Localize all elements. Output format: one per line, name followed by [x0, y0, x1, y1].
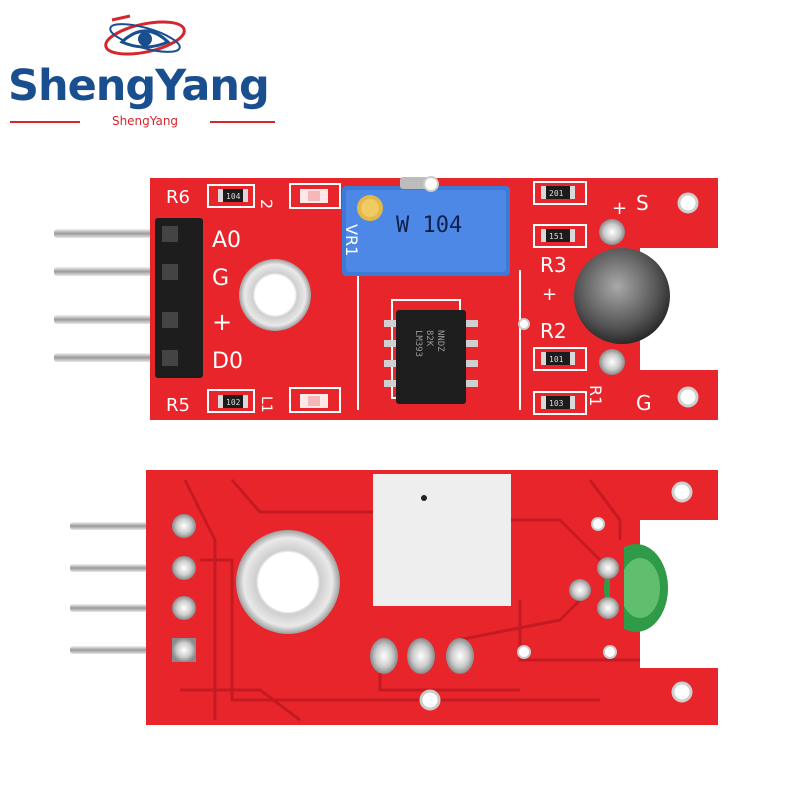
resistor-code-r5: 102: [226, 398, 241, 407]
silk-r1: R1: [586, 385, 605, 406]
potentiometer-label: W 104: [396, 213, 462, 238]
pin-label-plus: +: [212, 308, 232, 336]
resistor-code-r3: 151: [549, 232, 564, 241]
brand-name: ShengYang: [8, 61, 270, 111]
eye-swoosh-icon: [104, 14, 186, 56]
pin-label-g: G: [212, 266, 229, 291]
comparator-ic: [384, 310, 478, 404]
back-header-pins: [70, 522, 148, 654]
resistor-code-a: 201: [549, 189, 564, 198]
silk-plus: +: [612, 198, 627, 219]
back-sticker: [373, 474, 511, 606]
ic-marking-2: 82K: [424, 330, 434, 347]
potentiometer: [342, 177, 510, 276]
sensor-module-front: 104 102 201 151 101 103 W 104: [54, 176, 718, 420]
silk-g: G: [636, 391, 652, 415]
silk-r3: R3: [540, 253, 567, 277]
resistor-code-r2: 101: [549, 355, 564, 364]
silk-2: 2: [257, 199, 276, 209]
brand-rule-left: [10, 121, 90, 123]
brand-logo: ShengYang ShengYang: [0, 0, 290, 140]
brand-rule-right: [200, 121, 275, 123]
silk-plus-mic: +: [542, 284, 557, 305]
resistor-code-r1: 103: [549, 399, 564, 408]
silk-s: S: [636, 191, 649, 215]
pin-header: [155, 218, 203, 378]
ic-marking-3: NNDZ: [435, 330, 445, 352]
silk-r2: R2: [540, 319, 567, 343]
microphone: [574, 248, 670, 344]
silk-vr1: VR1: [342, 224, 361, 256]
header-pins: [54, 229, 174, 362]
sensor-module-back: [70, 470, 718, 725]
ic-marking-1: LM393: [413, 330, 423, 357]
smd-leds: [300, 189, 328, 408]
pin-label-d0: D0: [212, 349, 243, 374]
silk-l1: L1: [258, 396, 274, 413]
silk-r5: R5: [166, 395, 190, 416]
silk-r6: R6: [166, 187, 190, 208]
brand-subtitle: ShengYang: [80, 114, 210, 128]
pin-label-a0: A0: [212, 228, 241, 253]
smd-resistors: [218, 186, 575, 409]
resistor-code-r6: 104: [226, 192, 241, 201]
